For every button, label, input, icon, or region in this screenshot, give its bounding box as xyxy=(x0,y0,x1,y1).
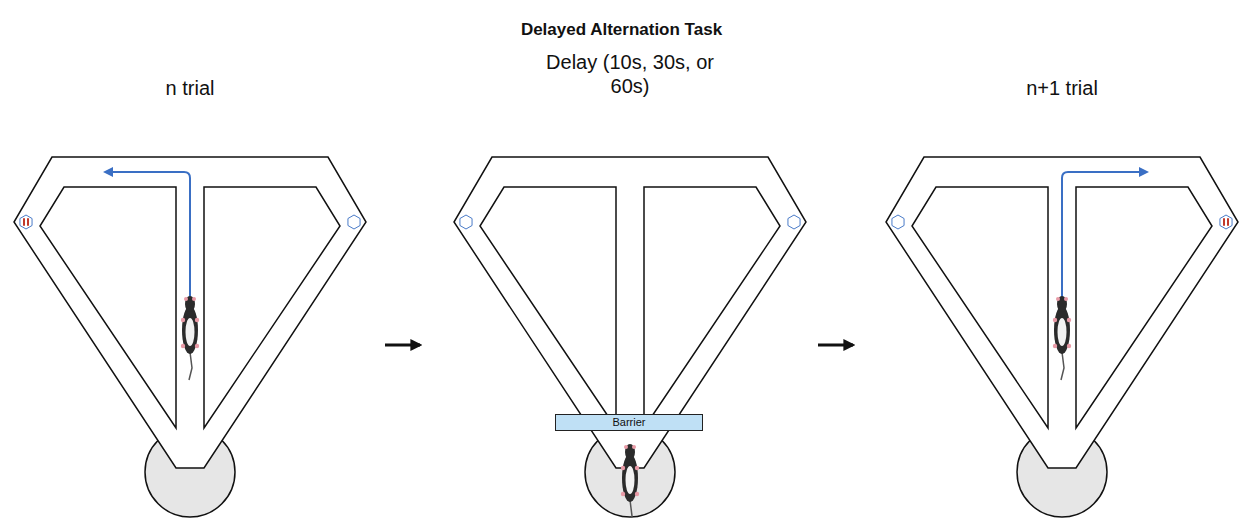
title: Delayed Alternation Task xyxy=(0,20,1243,40)
panel-label: n+1 trial xyxy=(962,76,1162,100)
t-maze xyxy=(14,157,366,517)
sequence-arrow xyxy=(385,344,420,347)
reward-well xyxy=(1220,215,1232,229)
rat-figure xyxy=(181,296,199,380)
path-arrow xyxy=(105,172,190,300)
t-maze xyxy=(886,157,1238,517)
reward-well xyxy=(788,215,800,229)
panel-label: Delay (10s, 30s, or 60s) xyxy=(538,50,723,98)
t-maze xyxy=(454,157,806,518)
panel-label: n trial xyxy=(90,76,290,100)
reward-well xyxy=(20,215,32,229)
barrier-block: Barrier xyxy=(555,414,703,431)
path-arrow xyxy=(1062,172,1147,300)
reward-well xyxy=(460,215,472,229)
sequence-arrow xyxy=(818,344,853,347)
reward-well xyxy=(348,215,360,229)
rat-figure xyxy=(621,444,639,518)
reward-well xyxy=(892,215,904,229)
barrier-label: Barrier xyxy=(612,416,645,429)
rat-figure xyxy=(1053,296,1071,380)
